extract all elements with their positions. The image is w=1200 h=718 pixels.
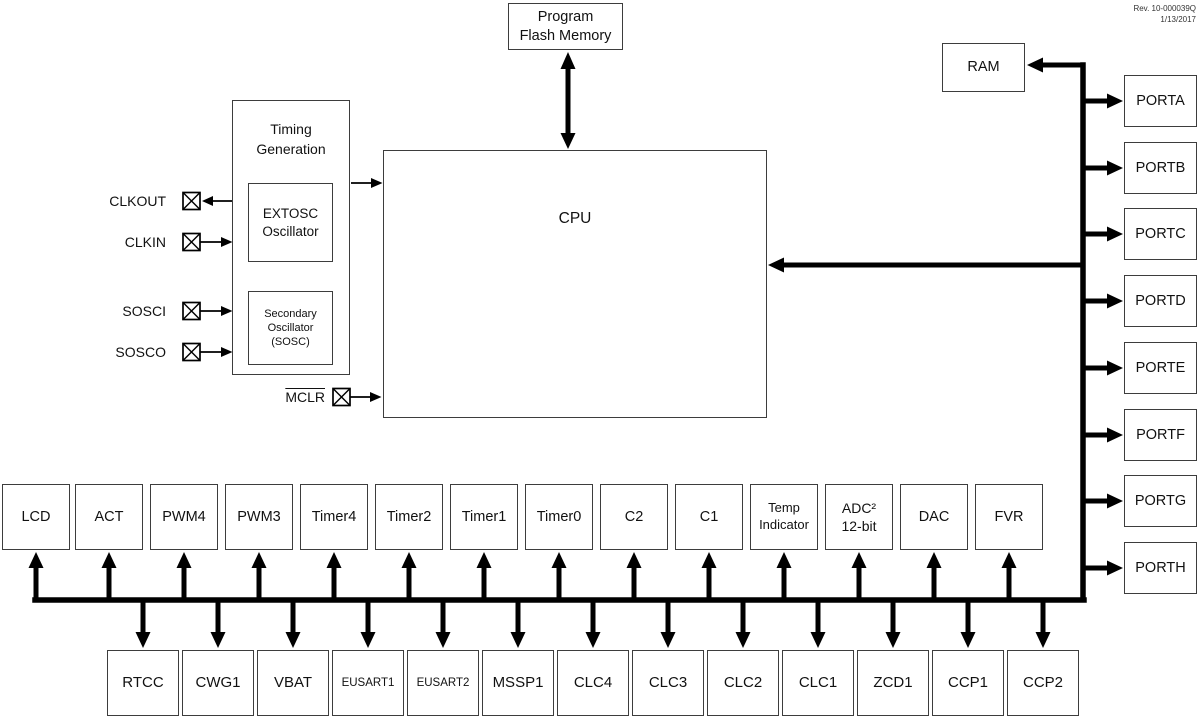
block-clc3: CLC3 <box>632 650 704 716</box>
block-mssp1: MSSP1 <box>482 650 554 716</box>
block-clc4: CLC4 <box>557 650 629 716</box>
block-extosc-oscillator: EXTOSC Oscillator <box>248 183 333 262</box>
arrow-down-clc4 <box>585 602 601 648</box>
block-act: ACT <box>75 484 143 550</box>
block-clc2: CLC2 <box>707 650 779 716</box>
arrow-up-c1 <box>701 552 717 598</box>
block-portd: PORTD <box>1124 275 1197 327</box>
block-secondary-oscillator: Secondary Oscillator (SOSC) <box>248 291 333 365</box>
arrow-down-eusart1 <box>360 602 376 648</box>
block-program-flash-memory: Program Flash Memory <box>508 3 623 50</box>
block-c1: C1 <box>675 484 743 550</box>
revision-note: Rev. 10-000039Q 1/13/2017 <box>1133 4 1196 24</box>
block-rtcc: RTCC <box>107 650 179 716</box>
block-timer4: Timer4 <box>300 484 368 550</box>
arrow-up-timer2 <box>401 552 417 598</box>
block-ccp2: CCP2 <box>1007 650 1079 716</box>
arrow-down-cwg1 <box>210 602 226 648</box>
arrow-timing-cpu <box>351 178 383 188</box>
arrow-bus-portg <box>1084 493 1123 509</box>
pin-sosci-icon <box>182 301 233 321</box>
arrow-down-ccp1 <box>960 602 976 648</box>
arrow-down-eusart2 <box>435 602 451 648</box>
arrow-bus-porth <box>1084 560 1123 576</box>
arrow-up-pwm4 <box>176 552 192 598</box>
arrow-down-mssp1 <box>510 602 526 648</box>
block-portf: PORTF <box>1124 409 1197 461</box>
arrow-bus-porta <box>1084 93 1123 109</box>
arrow-up-temp-indicator <box>776 552 792 598</box>
block-porte: PORTE <box>1124 342 1197 394</box>
arrow-up-timer0 <box>551 552 567 598</box>
block-clc1: CLC1 <box>782 650 854 716</box>
arrow-bus-porte <box>1084 360 1123 376</box>
arrow-up-act <box>101 552 117 598</box>
block-c2: C2 <box>600 484 668 550</box>
arrow-down-clc3 <box>660 602 676 648</box>
arrow-down-clc2 <box>735 602 751 648</box>
block-porta: PORTA <box>1124 75 1197 127</box>
block-cpu: CPU <box>383 150 767 418</box>
arrow-up-pwm3 <box>251 552 267 598</box>
block-eusart2: EUSART2 <box>407 650 479 716</box>
arrow-bus-portf <box>1084 427 1123 443</box>
arrow-flash-cpu <box>560 52 576 149</box>
pin-sosco-icon <box>182 342 233 362</box>
arrow-up-dac <box>926 552 942 598</box>
block-timer2: Timer2 <box>375 484 443 550</box>
arrow-down-clc1 <box>810 602 826 648</box>
block-vbat: VBAT <box>257 650 329 716</box>
block-temp-indicator: Temp Indicator <box>750 484 818 550</box>
block-lcd: LCD <box>2 484 70 550</box>
block-portc: PORTC <box>1124 208 1197 260</box>
pin-clkout-icon <box>182 191 233 211</box>
arrow-bus-portb <box>1084 160 1123 176</box>
block-fvr: FVR <box>975 484 1043 550</box>
block-timer1: Timer1 <box>450 484 518 550</box>
block-portb: PORTB <box>1124 142 1197 194</box>
arrow-bus-cpu <box>768 257 1084 273</box>
arrow-up-c2 <box>626 552 642 598</box>
arrow-down-ccp2 <box>1035 602 1051 648</box>
pin-label-mclr: MCLR <box>285 389 325 405</box>
arrow-bus-portd <box>1084 293 1123 309</box>
block-eusart1: EUSART1 <box>332 650 404 716</box>
arrow-up-timer1 <box>476 552 492 598</box>
pin-label-sosco: SOSCO <box>115 344 166 360</box>
block-porth: PORTH <box>1124 542 1197 594</box>
pin-label-clkout: CLKOUT <box>109 193 166 209</box>
arrow-up-adc <box>851 552 867 598</box>
block-ram: RAM <box>942 43 1025 92</box>
arrow-up-lcd <box>28 552 44 598</box>
arrow-down-vbat <box>285 602 301 648</box>
block-cwg1: CWG1 <box>182 650 254 716</box>
block-adc-12bit: ADC² 12-bit <box>825 484 893 550</box>
block-dac: DAC <box>900 484 968 550</box>
block-timer0: Timer0 <box>525 484 593 550</box>
arrow-up-fvr <box>1001 552 1017 598</box>
arrow-bus-portc <box>1084 226 1123 242</box>
block-zcd1: ZCD1 <box>857 650 929 716</box>
arrow-up-timer4 <box>326 552 342 598</box>
block-pwm3: PWM3 <box>225 484 293 550</box>
arrow-down-rtcc <box>135 602 151 648</box>
block-ccp1: CCP1 <box>932 650 1004 716</box>
block-portg: PORTG <box>1124 475 1197 527</box>
arrow-down-zcd1 <box>885 602 901 648</box>
pin-clkin-icon <box>182 232 233 252</box>
pin-label-sosci: SOSCI <box>122 303 166 319</box>
pin-mclr-icon <box>332 387 382 407</box>
pin-label-clkin: CLKIN <box>124 234 166 250</box>
block-pwm4: PWM4 <box>150 484 218 550</box>
arrow-bus-ram <box>1027 57 1084 73</box>
